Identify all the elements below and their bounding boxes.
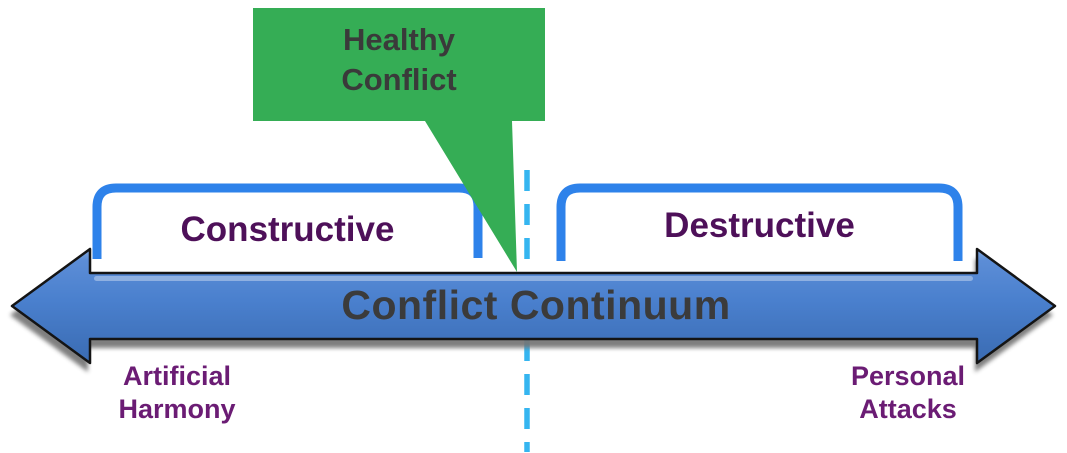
end-label-left-line-1: Artificial [122,361,232,391]
end-label-right-line-2: Attacks [859,393,957,424]
arrow-label: Conflict Continuum [341,282,731,328]
zone-label-destructive: Destructive [664,206,855,245]
callout-label: Healthy Conflict [263,20,535,101]
callout-bubble-shape [253,8,545,272]
zone-label-constructive: Constructive [180,210,395,249]
callout-line-2: Conflict [341,62,457,98]
end-label-artificial-harmony: Artificial Harmony [72,360,282,426]
continuum-arrow-shape [10,247,1057,365]
callout-line-1: Healthy [343,22,455,57]
end-label-left-line-2: Harmony [118,393,236,424]
end-label-personal-attacks: Personal Attacks [803,360,1013,426]
end-label-right-line-1: Personal [850,361,966,391]
arrow-highlight [94,276,973,281]
bracket-right-shape [556,183,963,261]
